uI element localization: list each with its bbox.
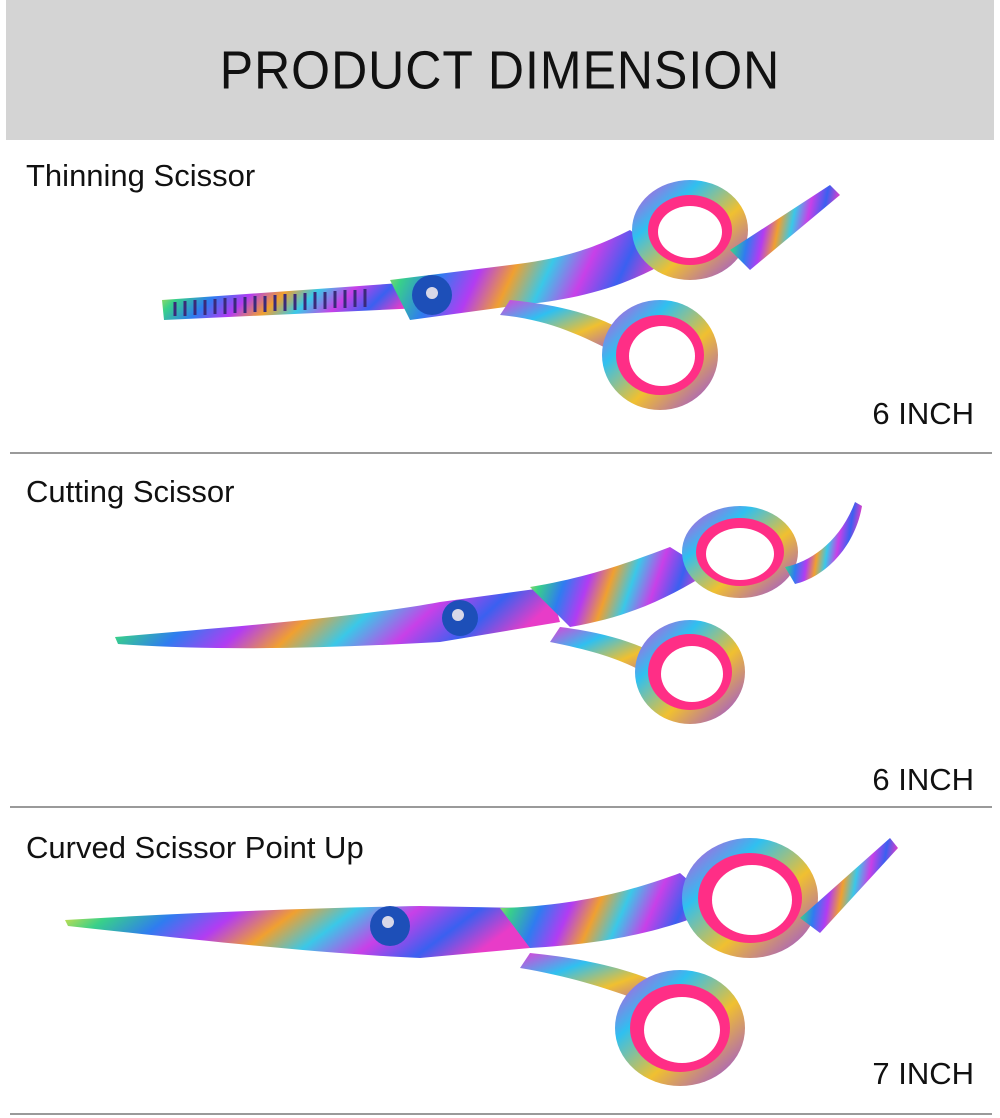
title-banner: PRODUCT DIMENSION [6,0,994,140]
cutting-scissor-image [115,502,862,724]
product-size: 7 INCH [872,1056,974,1091]
curved-scissor-image [65,838,898,1086]
product-size: 6 INCH [872,762,974,797]
product-size: 6 INCH [872,396,974,431]
divider [10,1113,992,1115]
product-name: Thinning Scissor [26,158,256,193]
product-thinning: Thinning Scissor 6 INC [0,140,1000,454]
product-name: Cutting Scissor [26,474,235,509]
divider [10,452,992,454]
product-cutting: Cutting Scissor 6 INCH [0,456,1000,808]
product-name: Curved Scissor Point Up [26,830,364,865]
thinning-scissor-image [162,180,840,410]
divider [10,806,992,808]
page-title: PRODUCT DIMENSION [219,39,781,101]
product-curved: Curved Scissor Point Up 7 INCH [0,810,1000,1116]
